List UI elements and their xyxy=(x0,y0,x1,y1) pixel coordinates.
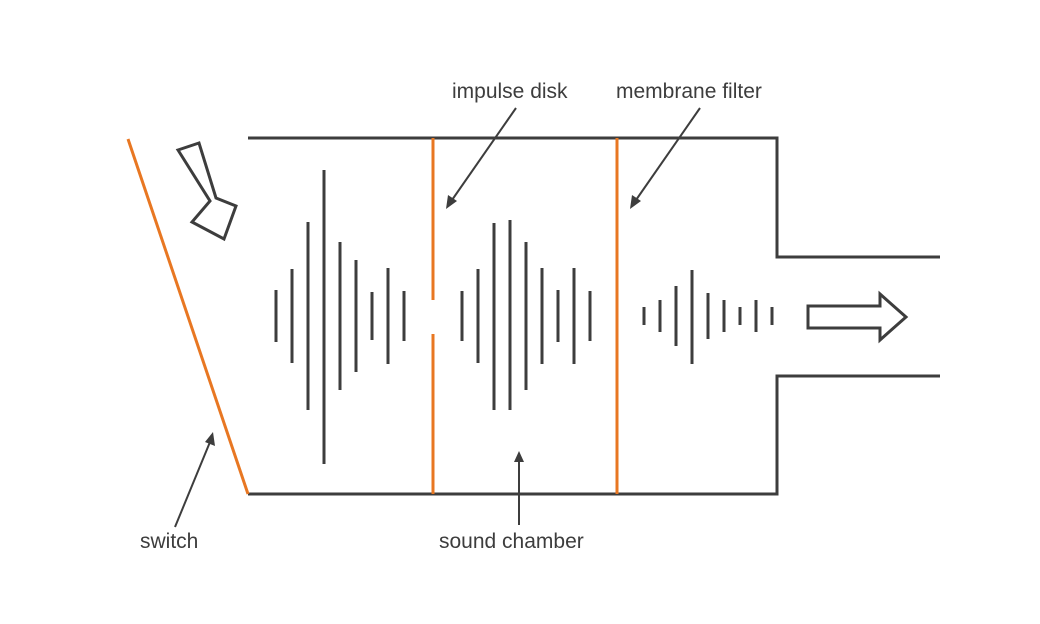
waveform-input xyxy=(274,170,406,464)
sound-chamber-arrowhead-icon xyxy=(514,451,524,462)
switch-label: switch xyxy=(140,530,198,553)
membrane-filter-label: membrane filter xyxy=(616,80,762,103)
impulse-disk-label: impulse disk xyxy=(452,80,568,103)
impulse-disk-leader-line xyxy=(451,107,517,201)
input-flow-arrow-icon xyxy=(175,141,238,242)
housing-outline xyxy=(248,136,940,259)
membrane-filter-arrowhead-icon xyxy=(630,195,641,209)
membrane-filter-leader xyxy=(630,107,701,209)
output-flow-arrow-icon xyxy=(806,290,909,344)
switch-leader-line xyxy=(174,441,211,528)
waveform-output xyxy=(642,270,774,364)
switch-arrowhead-icon xyxy=(205,432,215,446)
membrane-filter-leader-line xyxy=(635,107,701,201)
switch-line xyxy=(126,138,250,495)
sound-chamber-label: sound chamber xyxy=(439,530,584,553)
switch-leader xyxy=(174,432,215,528)
housing-outline-bottom xyxy=(248,374,940,496)
sound-chamber-leader xyxy=(514,451,524,525)
impulse-disk-arrowhead-icon xyxy=(446,195,457,209)
impulse-disk-leader xyxy=(446,107,517,209)
waveform-chamber xyxy=(460,220,592,410)
